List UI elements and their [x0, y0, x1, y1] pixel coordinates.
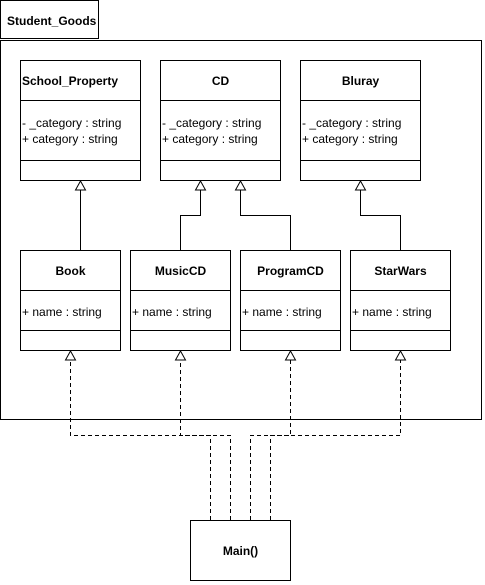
inheritance-arrowhead: [74, 179, 87, 191]
class-attribute: + name : string: [352, 305, 432, 319]
class-name: Bluray: [341, 74, 380, 88]
class-attribute: - _category : string: [22, 116, 122, 130]
dependency-arrowhead: [284, 349, 297, 361]
class-attribute: + name : string: [242, 305, 322, 319]
class-attribute: + category : string: [22, 132, 118, 146]
class-divider: [21, 100, 140, 101]
class-attribute: + name : string: [132, 305, 212, 319]
dependency-arrowhead: [64, 349, 77, 361]
class-attribute: + category : string: [302, 132, 398, 146]
inheritance-line: [360, 190, 401, 250]
class-divider: [21, 290, 120, 291]
class-name: StarWars: [374, 264, 427, 278]
class-divider: [301, 160, 420, 161]
class-attribute: - _category : string: [302, 116, 402, 130]
class-divider: [131, 330, 230, 331]
class-divider: [241, 330, 340, 331]
class-starwars[interactable]: StarWars + name : string: [350, 250, 451, 351]
class-musiccd[interactable]: MusicCD + name : string: [130, 250, 231, 351]
dependency-line: [70, 360, 211, 520]
inheritance-arrowhead: [234, 179, 247, 191]
dependency-arrowhead: [394, 349, 407, 361]
class-attribute: - _category : string: [162, 116, 262, 130]
dependency-line: [180, 360, 231, 520]
class-school-property[interactable]: School_Property - _category : string + c…: [20, 60, 141, 181]
class-divider: [21, 330, 120, 331]
class-bluray[interactable]: Bluray - _category : string + category :…: [300, 60, 421, 181]
class-divider: [161, 160, 280, 161]
dependency-arrowhead: [174, 349, 187, 361]
class-name: Book: [55, 264, 86, 278]
inheritance-arrowhead: [354, 179, 367, 191]
class-book[interactable]: Book + name : string: [20, 250, 121, 351]
inheritance-line: [240, 190, 291, 250]
package-tab[interactable]: Student_Goods: [0, 0, 99, 39]
class-name: ProgramCD: [257, 264, 324, 278]
class-attribute: + category : string: [162, 132, 258, 146]
class-divider: [351, 330, 450, 331]
class-divider: [131, 290, 230, 291]
class-name: MusicCD: [154, 264, 207, 278]
dependency-line: [250, 360, 291, 520]
class-cd[interactable]: CD - _category : string + category : str…: [160, 60, 281, 181]
class-attribute: + name : string: [22, 305, 102, 319]
class-divider: [21, 160, 140, 161]
class-divider: [351, 290, 450, 291]
package-name: Student_Goods: [7, 14, 97, 28]
inheritance-line: [180, 190, 201, 250]
class-name: CD: [211, 74, 230, 88]
class-divider: [241, 290, 340, 291]
class-name: Main(): [222, 544, 259, 558]
class-programcd[interactable]: ProgramCD + name : string: [240, 250, 341, 351]
class-main[interactable]: Main(): [190, 520, 291, 581]
class-divider: [301, 100, 420, 101]
class-name: School_Property: [22, 74, 119, 88]
inheritance-arrowhead: [194, 179, 207, 191]
dependency-line: [270, 360, 401, 520]
class-divider: [161, 100, 280, 101]
